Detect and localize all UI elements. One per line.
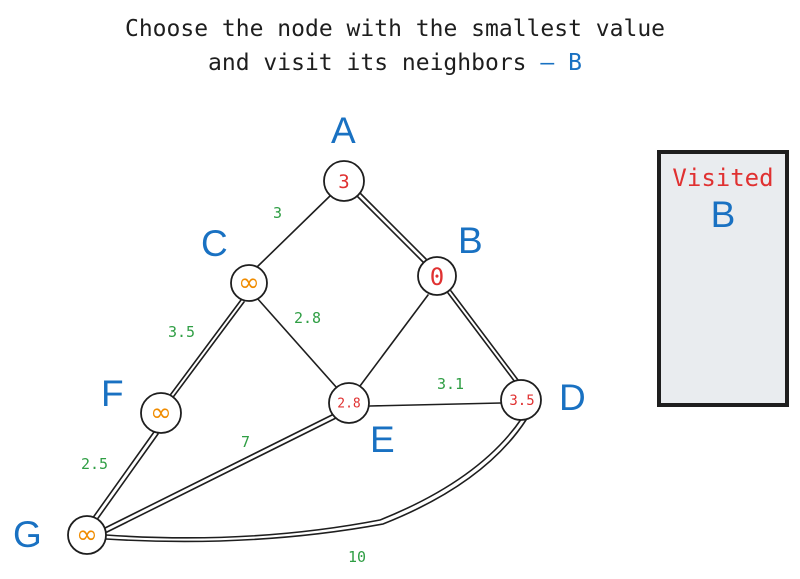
nodes-layer: 3 A 0 B ∞ C 3.5 D 2.8 E ∞ F <box>13 110 586 555</box>
node-g-circle <box>67 515 107 555</box>
edge-weight-c-f: 3.5 <box>168 323 195 341</box>
instruction-line-1: Choose the node with the smallest value <box>124 16 666 42</box>
edge-weight-e-d: 3.1 <box>437 375 464 393</box>
node-a-label: A <box>331 110 356 151</box>
node-d-label: D <box>559 377 586 418</box>
node-f-value: ∞ <box>150 398 172 428</box>
node-g-value: ∞ <box>76 520 98 550</box>
node-c-label: C <box>201 223 228 264</box>
instruction-title: Choose the node with the smallest value … <box>0 12 790 80</box>
visited-panel: Visited B <box>657 150 789 407</box>
edge-e-d <box>369 402 502 407</box>
node-e-label: E <box>370 419 395 460</box>
node-d-circle <box>500 379 542 421</box>
node-g: ∞ G <box>13 514 107 555</box>
instruction-line-2-text: and visit its neighbors <box>208 50 527 76</box>
instruction-line-2: and visit its neighbors – B <box>0 46 790 80</box>
edge-b-d <box>447 290 519 383</box>
node-a: 3 A <box>323 110 365 202</box>
node-b-label: B <box>458 220 483 261</box>
node-c-circle <box>230 264 268 302</box>
edge-e-g <box>104 413 337 533</box>
node-a-circle <box>323 160 365 202</box>
node-f-label: F <box>101 373 124 414</box>
node-g-label: G <box>13 514 42 555</box>
current-node-text: B <box>568 50 582 76</box>
edge-weights-layer: 3 2.8 3.5 3.1 2.5 7 10 <box>81 204 464 566</box>
node-e-value: 2.8 <box>337 397 360 412</box>
node-e: 2.8 E <box>328 382 395 460</box>
node-a-value: 3 <box>338 171 349 193</box>
node-d-value: 3.5 <box>509 393 534 409</box>
edge-c-f <box>167 299 245 401</box>
visited-item: B <box>710 194 736 235</box>
dash-text: – <box>540 50 555 76</box>
node-c: ∞ C <box>201 223 268 302</box>
node-b: 0 B <box>417 220 483 296</box>
node-b-circle <box>417 256 457 296</box>
edge-f-g <box>91 431 159 522</box>
node-d: 3.5 D <box>500 377 586 421</box>
current-node-indicator: – B <box>540 50 582 76</box>
edge-d-g <box>105 417 527 543</box>
node-e-circle <box>328 382 370 424</box>
edge-weight-c-e: 2.8 <box>294 309 321 327</box>
edge-a-b <box>354 190 427 263</box>
node-f: ∞ F <box>101 373 182 434</box>
edge-a-c <box>255 193 333 269</box>
node-b-value: 0 <box>430 263 444 291</box>
edge-weight-a-c: 3 <box>273 204 282 222</box>
edge-weight-d-g: 10 <box>348 548 366 566</box>
edges-layer <box>91 190 527 543</box>
node-f-circle <box>140 392 182 434</box>
edge-weight-e-g: 7 <box>241 433 250 451</box>
edge-c-e <box>256 297 338 389</box>
edge-b-e <box>359 294 429 387</box>
node-c-value: ∞ <box>238 268 260 298</box>
visited-title: Visited <box>672 164 774 192</box>
edge-weight-f-g: 2.5 <box>81 455 108 473</box>
